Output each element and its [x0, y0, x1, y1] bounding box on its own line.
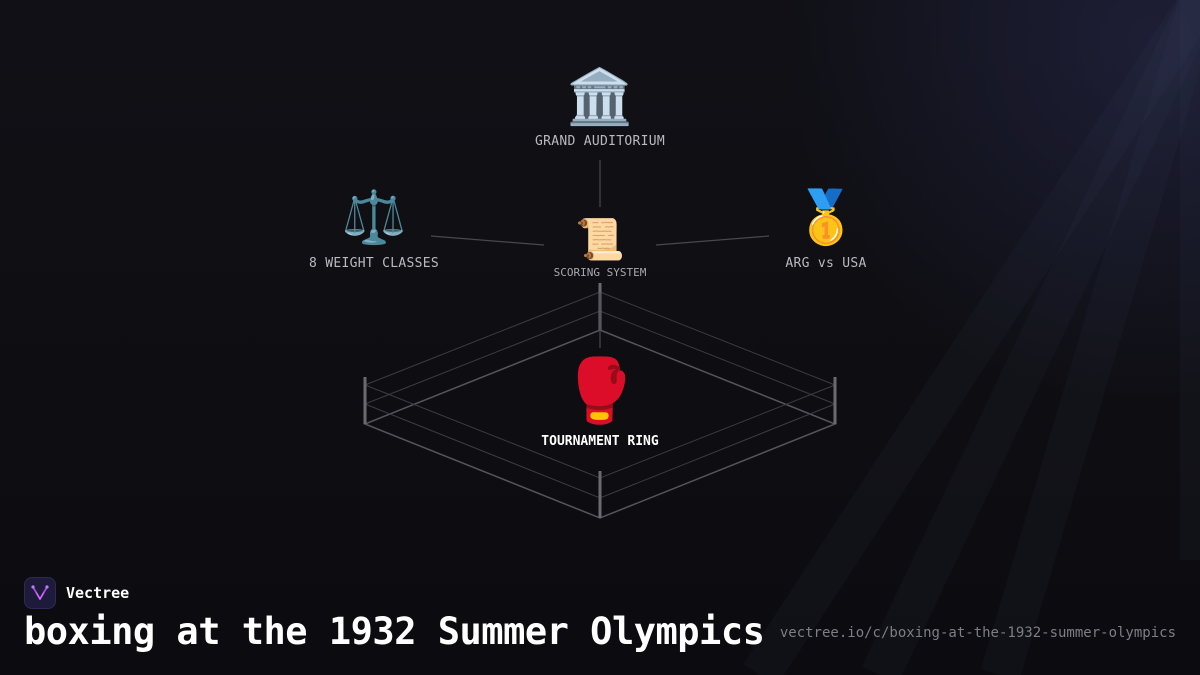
- classical-building-icon: 🏛️: [566, 65, 634, 128]
- node-label: GRAND AUDITORIUM: [534, 134, 666, 149]
- node-arg-vs-usa: 🥇 ARG vs USA: [785, 192, 866, 271]
- boxing-glove-icon: 🥊: [561, 354, 639, 427]
- brand[interactable]: Vectree: [24, 577, 129, 609]
- node-label: TOURNAMENT RING: [541, 434, 659, 449]
- brand-name: Vectree: [66, 584, 130, 602]
- node-weight-classes: ⚖️ 8 WEIGHT CLASSES: [309, 192, 439, 271]
- page-title: boxing at the 1932 Summer Olympics: [24, 610, 765, 653]
- node-label: SCORING SYSTEM: [553, 266, 647, 279]
- connector-medal-scoring: [655, 235, 770, 246]
- vectree-logo-icon: [24, 577, 56, 609]
- gold-medal-icon: 🥇: [793, 188, 859, 248]
- node-label: 8 WEIGHT CLASSES: [308, 256, 440, 271]
- connectors: [430, 160, 770, 348]
- node-scoring-system: 📜 SCORING SYSTEM: [554, 220, 647, 279]
- source-url-link[interactable]: vectree.io/c/boxing-at-the-1932-summer-o…: [779, 625, 1176, 641]
- connector-weights-scoring: [430, 235, 545, 246]
- scroll-icon: 📜: [575, 217, 625, 263]
- node-label: ARG vs USA: [785, 256, 867, 271]
- node-tournament-ring: 🥊 TOURNAMENT RING: [541, 354, 659, 450]
- node-grand-auditorium: 🏛️ GRAND AUDITORIUM: [534, 65, 666, 150]
- balance-scale-icon: ⚖️: [341, 188, 407, 248]
